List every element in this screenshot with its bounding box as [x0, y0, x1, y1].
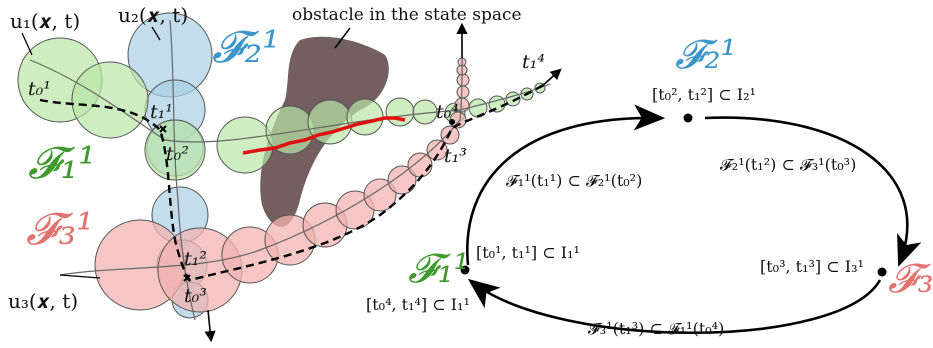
t10-label: t₀¹	[28, 78, 51, 100]
node-F2-interval: [t₀², t₁²] ⊂ I₂¹	[652, 85, 756, 104]
nominal-trajectories	[29, 19, 551, 321]
node-F2	[683, 113, 693, 123]
funnel-F21-label: 𝓕₂¹	[212, 22, 280, 73]
funnel-F31-label: 𝓕₃¹	[26, 204, 94, 255]
time-labels: t₀¹ t₁¹ t₀² t₁² t₀³ t₁³ t₀⁴ t₁⁴	[28, 51, 545, 307]
node-F1-interval2: [t₀⁴, t₁⁴] ⊂ I₁¹	[366, 295, 470, 314]
graph-F31-label: 𝓕₃¹	[888, 256, 933, 302]
u1-label: u₁(𝒙, t)	[10, 9, 80, 33]
graph-F11-label: 𝓕₁¹	[408, 246, 470, 292]
node-F3	[877, 267, 887, 277]
t30-label: t₀³	[184, 285, 207, 307]
edge-F1-to-F2	[465, 104, 666, 266]
arrow-down	[204, 309, 216, 343]
node-F1	[460, 265, 470, 275]
obstacle-label: obstacle in the state space	[292, 5, 522, 25]
edge-F3-F1-label: 𝓕₃¹(t₁³) ⊂ 𝓕₁¹(t₀⁴)	[588, 319, 724, 338]
u1-leader	[21, 32, 33, 56]
arrow-t14	[539, 68, 562, 89]
transition-graph: 𝓕₂¹ 𝓕₁¹ 𝓕₃¹ [t₀², t₁²] ⊂ I₂¹ [t₀¹, t₁¹] …	[366, 32, 933, 338]
u3-label: u₃(𝒙, t)	[8, 289, 78, 313]
t11-label: t₁¹	[150, 101, 173, 123]
u2-leader	[151, 26, 161, 41]
red-trajectory	[242, 116, 406, 155]
edge-F2-to-F3	[704, 116, 922, 267]
obstacle-pointer	[334, 27, 351, 49]
dashed-trajectory	[39, 82, 546, 282]
t20-label: t₀²	[166, 143, 189, 165]
u3-leader	[59, 274, 101, 279]
edge-F1-F2-label: 𝓕₁¹(t₁¹) ⊂ 𝓕₂¹(t₀²)	[506, 171, 642, 190]
trajectory-points	[159, 119, 455, 282]
edge-F2-F3-label: 𝓕₂¹(t₁²) ⊂ 𝓕₃¹(t₀³)	[720, 155, 856, 174]
edge-F3-to-F1	[467, 278, 882, 335]
t41-label: t₁⁴	[522, 51, 545, 73]
t21-label: t₁²	[184, 248, 207, 270]
node-F1-interval: [t₀¹, t₁¹] ⊂ I₁¹	[476, 243, 580, 262]
t31-label: t₁³	[444, 145, 467, 167]
funnel-1-circles	[17, 37, 546, 181]
node-F3-interval: [t₀³, t₁³] ⊂ I₃¹	[760, 257, 864, 276]
t40-label: t₀⁴	[436, 101, 459, 123]
u2-label: u₂(𝒙, t)	[118, 3, 188, 27]
funnel-F11-label: 𝓕₁¹	[28, 138, 96, 189]
graph-F21-label: 𝓕₂¹	[675, 32, 737, 78]
